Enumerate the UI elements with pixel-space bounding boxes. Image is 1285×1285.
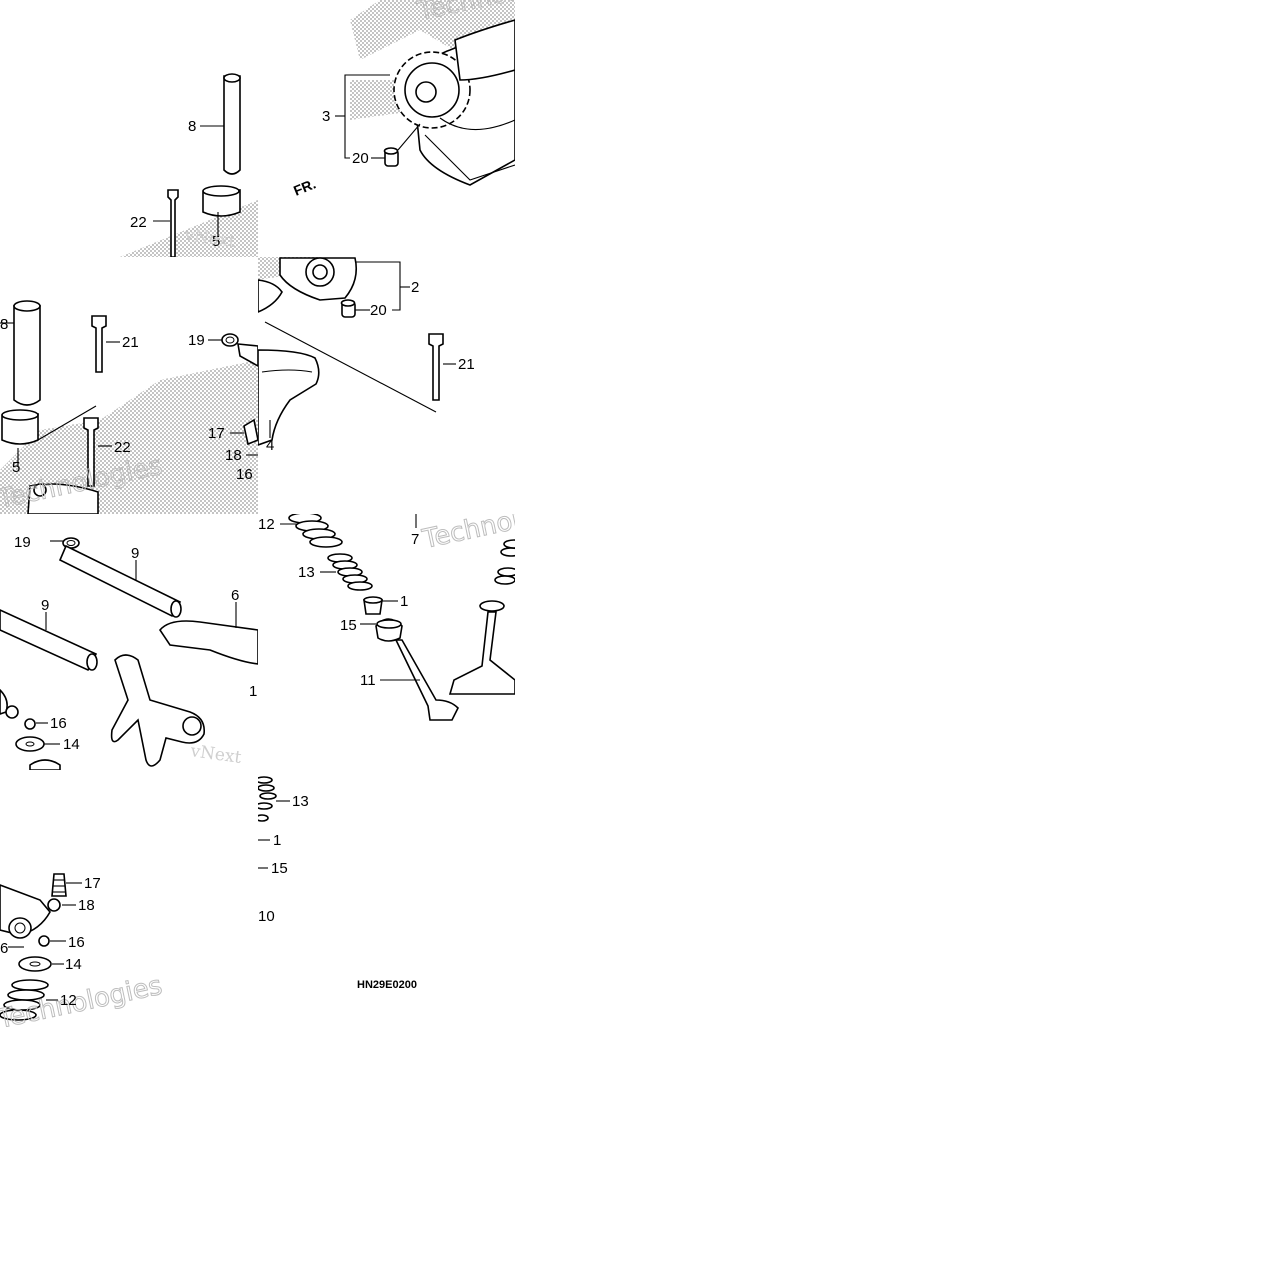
callout-8-b: 8 xyxy=(0,316,8,333)
callout-6: 6 xyxy=(231,587,239,604)
callout-18-b: 18 xyxy=(78,897,95,914)
callout-3: 3 xyxy=(322,108,330,125)
callout-13: 13 xyxy=(298,564,315,581)
callout-19-b: 19 xyxy=(14,534,31,551)
callout-17-b: 17 xyxy=(84,875,101,892)
tile-rocker-left-parts xyxy=(208,333,258,456)
diagram-code: HN29E0200 xyxy=(357,979,417,991)
tile-camshaft: Technologies xyxy=(335,0,515,186)
callout-20: 20 xyxy=(352,150,369,167)
callout-16-c: 16 xyxy=(68,934,85,951)
callout-15: 15 xyxy=(340,617,357,634)
callout-22: 22 xyxy=(130,214,147,231)
callout-16-b: 16 xyxy=(50,715,67,732)
callout-12-b: 12 xyxy=(60,992,77,1009)
spring-lower-right xyxy=(258,776,277,822)
callout-9-b: 9 xyxy=(41,597,49,614)
spring-inner xyxy=(327,553,373,591)
callout-6-b: 6 xyxy=(0,940,8,957)
callout-14-b: 14 xyxy=(65,956,82,973)
callout-9: 9 xyxy=(131,545,139,562)
callout-21: 21 xyxy=(122,334,139,351)
callout-2: 2 xyxy=(411,279,419,296)
callout-11: 11 xyxy=(360,672,376,689)
spring-lower xyxy=(0,979,49,1021)
callout-14: 14 xyxy=(63,736,80,753)
callout-22-b: 22 xyxy=(114,439,131,456)
tile-valve-train: Technologies xyxy=(280,514,515,721)
callout-18: 18 xyxy=(225,447,242,464)
callout-17: 17 xyxy=(208,425,225,442)
callout-13-b: 13 xyxy=(292,793,309,810)
callout-1-c: 1 xyxy=(273,832,281,849)
callout-4: 4 xyxy=(266,437,274,454)
front-marker: FR. xyxy=(291,175,318,198)
callout-12: 12 xyxy=(258,516,275,533)
tile-rocker-holder xyxy=(258,257,456,446)
tile-pushrod-left: Technologies xyxy=(0,300,258,514)
callout-1-b: 1 xyxy=(400,593,408,610)
callout-7: 7 xyxy=(411,531,419,548)
callout-20-b: 20 xyxy=(370,302,387,319)
callout-8: 8 xyxy=(188,118,196,135)
callout-1: 1 xyxy=(249,683,257,700)
tile-pushrod-top xyxy=(120,73,258,257)
watermark-brand-b: vNext xyxy=(188,741,242,768)
callout-21-b: 21 xyxy=(458,356,475,373)
callout-19: 19 xyxy=(188,332,205,349)
callout-15-b: 15 xyxy=(271,860,288,877)
tile-valve-lower xyxy=(258,776,290,869)
callout-5-b: 5 xyxy=(12,459,20,476)
spring-right xyxy=(494,539,515,585)
tile-rocker-shafts: vNext xyxy=(0,537,258,770)
spring-outer xyxy=(288,514,343,548)
callout-16: 16 xyxy=(236,466,253,483)
callout-5: 5 xyxy=(212,233,220,250)
callout-10: 10 xyxy=(258,908,275,925)
